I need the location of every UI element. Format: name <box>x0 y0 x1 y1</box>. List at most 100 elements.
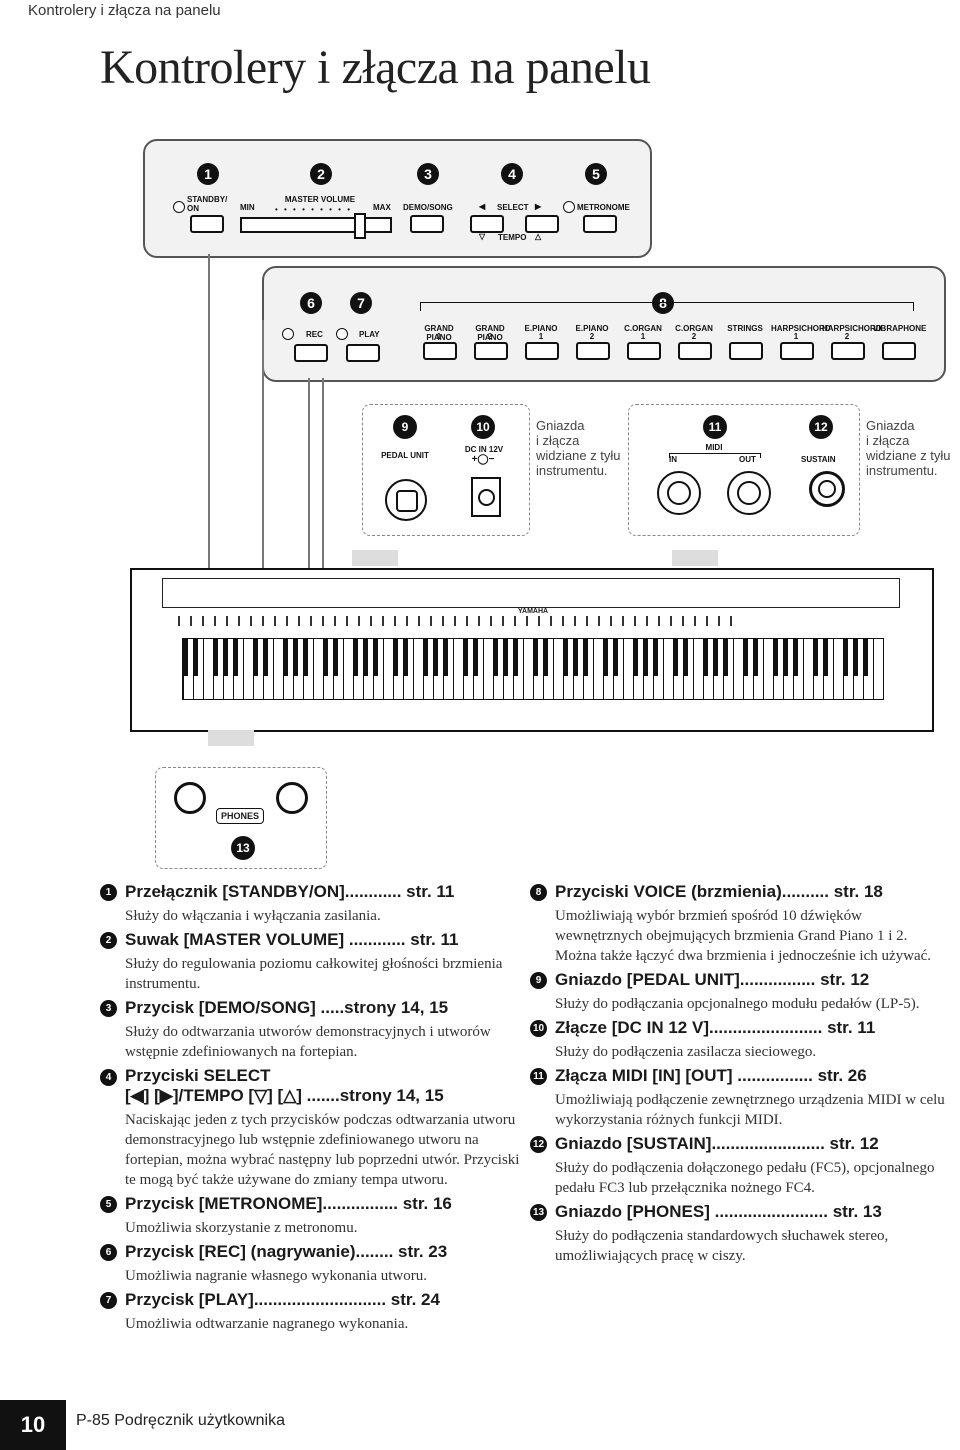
item-body: Umożliwiają wybór brzmień spośród 10 dźw… <box>555 908 932 964</box>
sustain-label: SUSTAIN <box>801 455 836 464</box>
item-body: Służy do podłączenia zasilacza siecioweg… <box>555 1044 817 1060</box>
footer-manual-title: P-85 Podręcznik użytkownika <box>76 1412 285 1429</box>
midi-label: MIDI <box>705 443 723 452</box>
dc-in-label: DC IN 12V <box>464 445 504 454</box>
standby-on-button[interactable] <box>190 215 224 233</box>
select-right-button[interactable] <box>525 215 559 233</box>
phones-jack-1[interactable] <box>174 782 206 814</box>
standby-label: STANDBY/ ON <box>187 195 228 213</box>
item-body: Umożliwia odtwarzanie nagranego wykonani… <box>125 1316 409 1332</box>
midi-bracket <box>669 453 761 458</box>
min-label: MIN <box>240 203 255 212</box>
callout-13: 13 <box>231 836 255 860</box>
midi-out-jack[interactable] <box>727 471 771 515</box>
phones-box: PHONES 13 <box>155 767 327 869</box>
voice-button-e-piano-1[interactable] <box>525 342 559 360</box>
rear-tab-left <box>352 550 398 566</box>
control-panel-upper: 1 2 3 4 5 STANDBY/ ON MIN MASTER VOLUME … <box>143 139 652 258</box>
item-body: Służy do podłączenia standardowych słuch… <box>555 1228 889 1264</box>
pointer-line <box>262 320 264 610</box>
callout-12: 12 <box>809 415 833 439</box>
phones-label: PHONES <box>216 808 265 824</box>
dc-polarity-icon: +◯− <box>471 454 495 465</box>
voice-button-grand-piano-2[interactable] <box>474 342 508 360</box>
rec-label: REC <box>306 330 323 339</box>
callout-11: 11 <box>703 415 727 439</box>
select-left-button[interactable] <box>470 215 504 233</box>
callout-8: 8 <box>652 292 674 314</box>
item-body: Umożliwia skorzystanie z metronomu. <box>125 1220 358 1236</box>
midi-out-label: OUT <box>739 455 756 464</box>
voice-label: HARPSICHORD <box>771 324 831 333</box>
dc-in-jack[interactable] <box>471 477 501 517</box>
pedal-unit-jack[interactable] <box>385 479 427 521</box>
rear-connectors-left: 9 10 PEDAL UNIT DC IN 12V +◯− <box>362 404 530 536</box>
voice-label: GRAND PIANO <box>475 324 505 342</box>
piano-control-strip <box>172 616 732 626</box>
voice-button-harpsichord-1[interactable] <box>780 342 814 360</box>
demo-song-button[interactable] <box>410 215 444 233</box>
play-button[interactable] <box>346 344 380 362</box>
metronome-led <box>563 201 575 213</box>
piano-body: YAMAHA <box>130 568 934 732</box>
item-body: Służy do włączania i wyłączania zasilani… <box>125 908 381 924</box>
page-number: 10 <box>0 1400 66 1450</box>
voice-sub: 1 <box>793 332 799 341</box>
select-label: SELECT <box>497 203 529 212</box>
rec-button[interactable] <box>294 344 328 362</box>
page-title: Kontrolery i złącza na panelu <box>100 41 651 94</box>
voice-button-e-piano-2[interactable] <box>576 342 610 360</box>
piano-brand: YAMAHA <box>518 608 549 615</box>
control-panel-voices: 6 7 8 REC PLAY GRAND PIANO 1 GRAND PIANO… <box>262 266 946 382</box>
pedal-unit-label: PEDAL UNIT <box>381 451 429 460</box>
piano-top-rail <box>162 578 900 608</box>
voice-button-strings[interactable] <box>729 342 763 360</box>
sustain-jack[interactable] <box>809 471 845 507</box>
voice-button-c-organ-1[interactable] <box>627 342 661 360</box>
voice-sub: 1 <box>538 332 544 341</box>
callout-4: 4 <box>501 163 523 185</box>
voice-label: E.PIANO <box>524 324 558 333</box>
voice-sub: 2 <box>844 332 850 341</box>
pointer-line <box>208 254 210 610</box>
play-led <box>336 328 348 340</box>
callout-10: 10 <box>471 415 495 439</box>
master-volume-slider[interactable] <box>240 213 392 239</box>
rear-note-left: Gniazda i złącza widziane z tyłu instrum… <box>536 418 621 478</box>
voice-button-harpsichord-2[interactable] <box>831 342 865 360</box>
rear-tab-right <box>672 550 718 566</box>
voice-label: GRAND PIANO <box>424 324 454 342</box>
voice-button-grand-piano-1[interactable] <box>423 342 457 360</box>
slider-knob[interactable] <box>354 213 366 239</box>
item-body: Umożliwiają podłączenie zewnętrznego urz… <box>555 1092 945 1128</box>
metronome-button[interactable] <box>583 215 617 233</box>
voice-button-c-organ-2[interactable] <box>678 342 712 360</box>
callout-7: 7 <box>350 292 372 314</box>
phones-jack-2[interactable] <box>276 782 308 814</box>
item-body: Służy do regulowania poziomu całkowitej … <box>125 956 503 992</box>
piano-keyboard <box>182 638 884 700</box>
voice-label: E.PIANO <box>575 324 609 333</box>
voice-label: STRINGS <box>727 324 763 333</box>
rear-connectors-right: 11 12 MIDI IN OUT SUSTAIN <box>628 404 860 536</box>
midi-in-label: IN <box>669 455 677 464</box>
voice-group-bracket <box>420 302 914 311</box>
voice-button-vibraphone[interactable] <box>882 342 916 360</box>
master-volume-label: MASTER VOLUME <box>284 195 356 204</box>
callout-5: 5 <box>585 163 607 185</box>
item-body: Służy do podłączenia dołączonego pedału … <box>555 1160 935 1196</box>
item-body: Służy do podłączania opcjonalnego modułu… <box>555 996 920 1012</box>
midi-in-jack[interactable] <box>657 471 701 515</box>
voice-buttons: GRAND PIANO 1 GRAND PIANO 2 E.PIANO 1 E.… <box>414 322 926 362</box>
tempo-label: TEMPO <box>498 233 527 242</box>
demo-song-label: DEMO/SONG <box>403 203 453 212</box>
voice-sub: 2 <box>589 332 595 341</box>
